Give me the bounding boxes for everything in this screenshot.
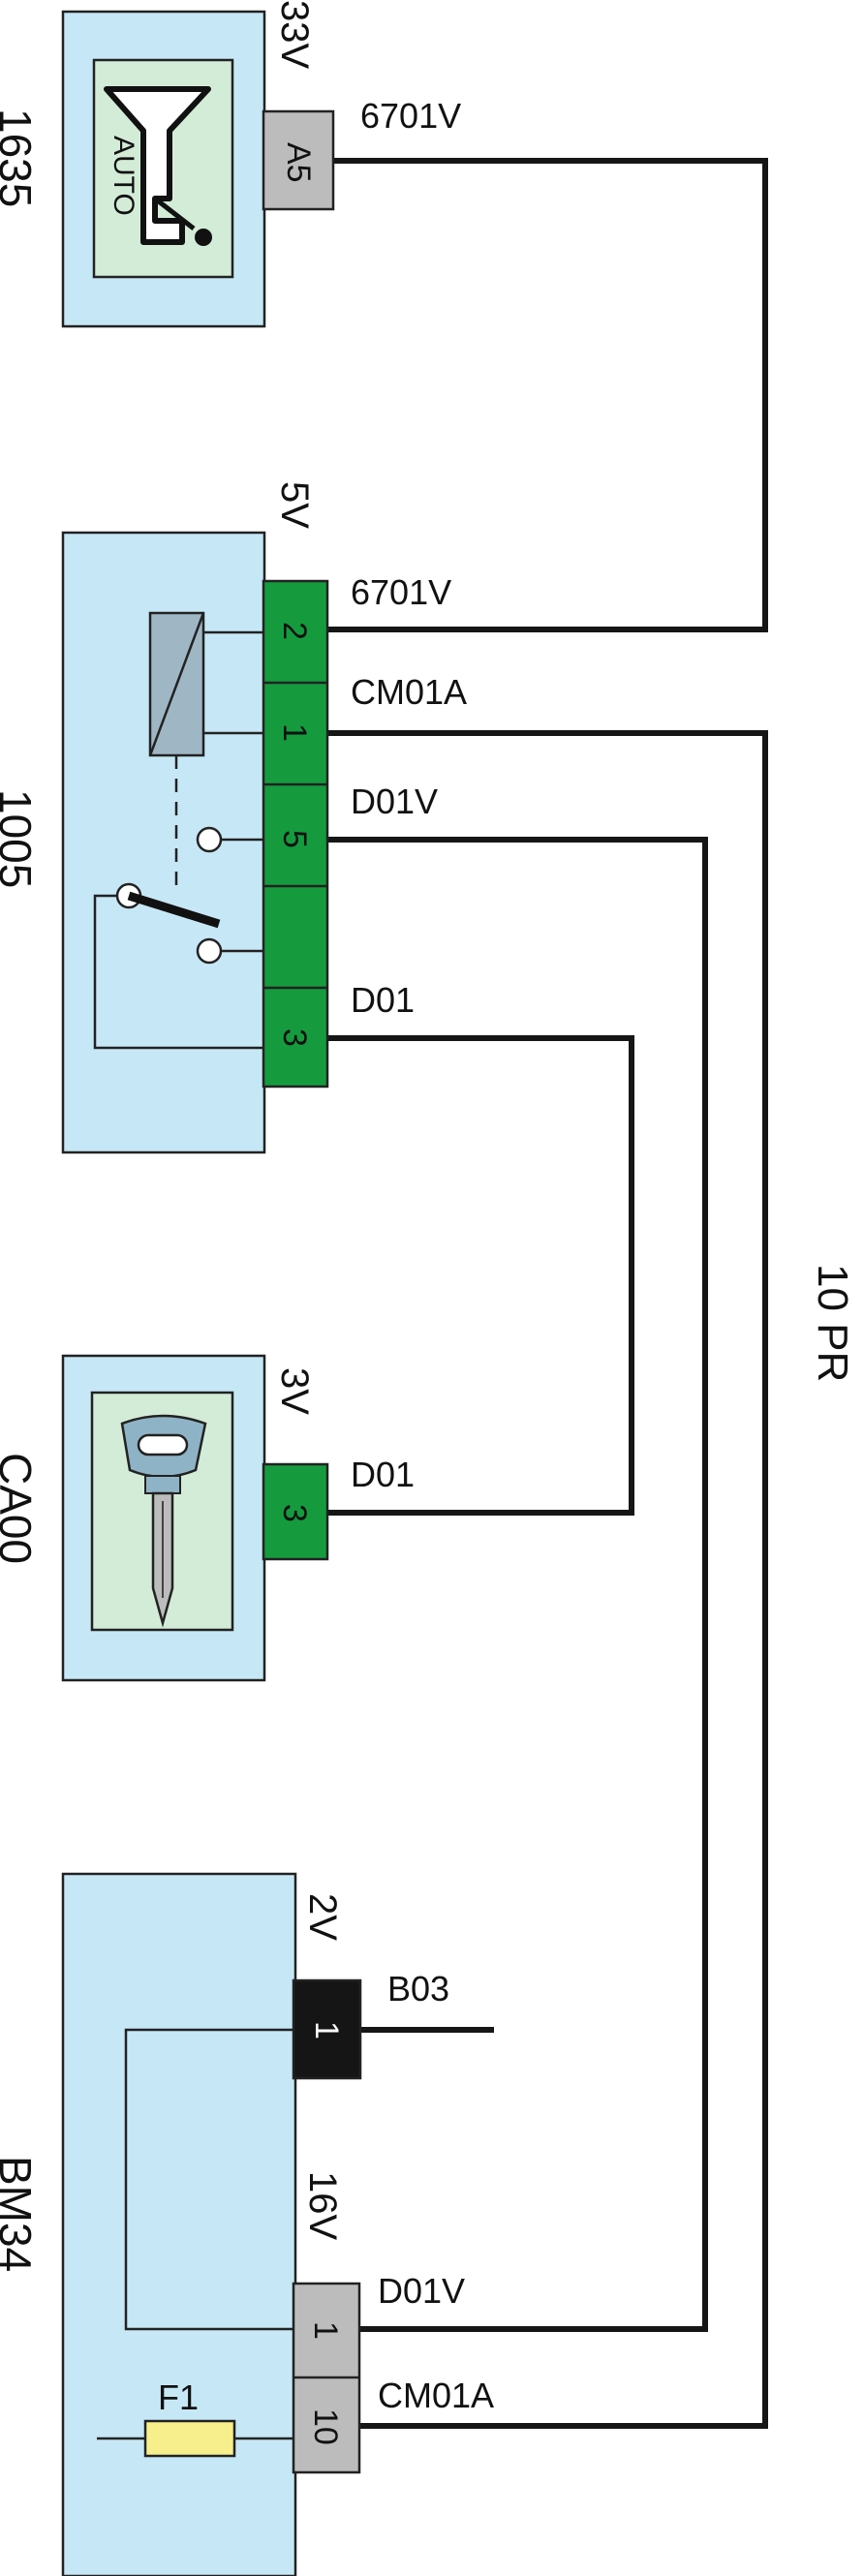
component-id-1005: 1005 [0,789,41,888]
pin-label-1: 1 [276,723,313,742]
pin-label-5: 5 [276,830,313,848]
pin-label-1-black: 1 [308,2021,345,2039]
voltage-label-2v: 2V [301,1893,344,1941]
pin-label-3: 3 [276,1028,313,1047]
wire-6701v [327,158,768,632]
fuse-label: F1 [158,2377,199,2417]
connector-1005 [262,579,329,1089]
wire-label-d01v: D01V [378,2271,465,2311]
wire-label-d01: D01 [351,1455,415,1494]
component-1635: AUTO A5 33V 1635 6701V [0,0,461,328]
connector-2v [292,1978,362,2080]
pin-label-2: 2 [276,622,313,640]
voltage-label-ca00: 3V [273,1367,316,1415]
wires [327,158,768,2429]
pin-label-1-grey: 1 [307,2321,344,2340]
connector-ca00 [262,1462,329,1561]
pin-label-10: 10 [307,2408,344,2445]
pin-label-a5: A5 [280,142,317,183]
voltage-label-1635: 33V [273,0,316,69]
wire-cm01a [327,730,768,2429]
component-ca00: 3 3V CA00 D01 [0,1354,415,1682]
wire-label-d01: D01 [351,980,415,1020]
voltage-label-16v: 16V [301,2171,344,2240]
auto-wiper-switch-icon: AUTO [104,86,212,246]
component-1005: 2 1 5 3 5V 1005 6701V CM01A D01V D01 [0,481,467,1154]
component-id-ca00: CA00 [0,1453,41,1564]
wire-d01 [327,1035,634,1516]
wire-d01v [327,837,708,2332]
wire-label-6701v-top: 6701V [360,96,461,136]
connector-a5 [262,109,335,211]
ignition-key-icon [120,1414,207,1628]
wire-label-cm01a: CM01A [378,2376,494,2415]
wire-label-cm01a: CM01A [351,672,467,712]
relay-icon [93,611,263,1050]
wire-label-d01v: D01V [351,782,438,821]
wire-label-6701v: 6701V [351,572,451,612]
wire-label-b03: B03 [387,1969,449,2009]
fuse-icon: F1 [97,2377,295,2458]
component-box [61,1872,297,2576]
voltage-label-1005: 5V [273,481,316,529]
auto-label: AUTO [108,136,139,216]
pin-label-3: 3 [276,1504,313,1522]
component-id-bm34: BM34 [0,2156,41,2272]
component-id-1635: 1635 [0,108,41,207]
harness-label: 10 PR [809,1264,856,1382]
component-bm34: F1 1 2V B03 1 10 16V D01V CM01A BM34 [0,1872,494,2576]
